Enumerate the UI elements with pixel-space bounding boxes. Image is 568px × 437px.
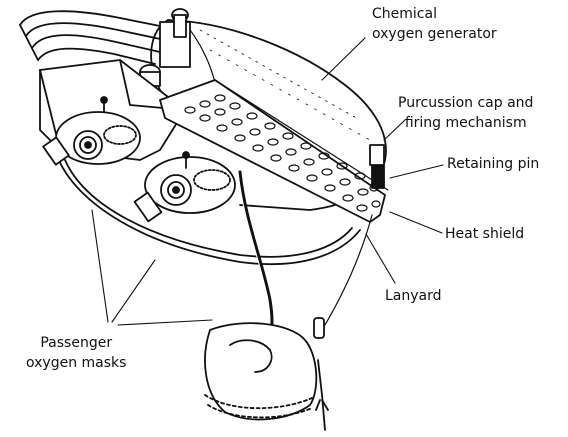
leader-lanyard <box>366 234 395 283</box>
label-retaining-pin: Retaining pin <box>447 154 539 174</box>
label-purcussion-cap-line1: Purcussion cap and <box>398 93 533 113</box>
label-purcussion-cap: Purcussion cap and firing mechanism <box>398 93 533 133</box>
leader-heat-shield <box>390 212 442 233</box>
oxygen-mask <box>205 323 316 419</box>
leader-mask-1 <box>92 210 108 322</box>
label-chemical-generator: Chemical oxygen generator <box>372 4 497 44</box>
label-chemical-generator-line1: Chemical <box>372 4 497 24</box>
label-lanyard: Lanyard <box>385 286 442 306</box>
leader-chemical-generator <box>322 38 365 80</box>
label-purcussion-cap-line2: firing mechanism <box>398 113 533 133</box>
label-passenger-masks-line2: oxygen masks <box>26 353 126 373</box>
mask-valve-right <box>135 152 235 221</box>
leader-mask-3 <box>118 320 212 325</box>
label-passenger-masks-line1: Passenger <box>26 333 126 353</box>
leader-mask-2 <box>112 260 155 322</box>
leader-retaining-pin <box>390 165 443 178</box>
firing-mechanism <box>370 145 384 188</box>
label-heat-shield: Heat shield <box>445 224 524 244</box>
label-passenger-masks: Passenger oxygen masks <box>26 333 126 373</box>
label-chemical-generator-line2: oxygen generator <box>372 24 497 44</box>
